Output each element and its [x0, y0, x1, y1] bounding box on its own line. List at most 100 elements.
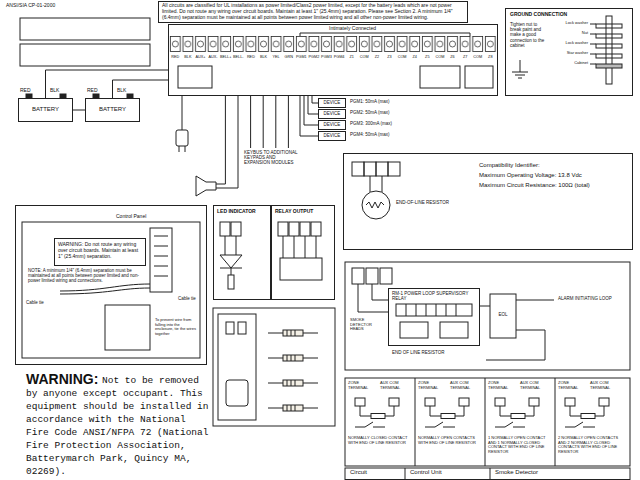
standard-number: ANSI/SIA CP-01-2000 — [6, 3, 106, 9]
wire — [283, 236, 316, 258]
node-text: Maximum Operating Voltage: 13.8 Vdc — [479, 172, 629, 179]
terminal — [238, 322, 246, 334]
table-frame — [345, 468, 630, 480]
loop-frame — [345, 262, 630, 370]
device-box: DEVICE — [318, 131, 346, 141]
wire — [360, 406, 604, 416]
resistor-band — [287, 330, 295, 411]
terminal-board: Intimately Connected — [168, 24, 498, 96]
terminal — [495, 398, 505, 406]
terminal-label: PGM2 — [308, 55, 321, 59]
terminal — [311, 222, 321, 236]
terminal-label: Z3 — [383, 55, 396, 59]
node-text: DEVICE — [319, 100, 345, 105]
terminal — [355, 398, 365, 406]
contact-description: NORMALLY OPEN CONTACTS WITH END OF LINE … — [418, 436, 482, 445]
wire-connector — [46, 70, 169, 98]
part-name: Cabinet — [548, 61, 588, 66]
resistor-lead — [268, 333, 318, 408]
wire — [225, 236, 236, 255]
part-name: Cable tie — [26, 300, 56, 305]
column-divider — [415, 378, 555, 466]
relay-module — [280, 258, 322, 280]
terminal-name: AUX COM TERMINAL — [380, 381, 412, 390]
terminal-label: GRN — [282, 55, 295, 59]
terminal-label: BLK — [257, 55, 270, 59]
wire-connector — [304, 96, 318, 125]
part-name: Lock washer — [548, 21, 588, 26]
terminal — [376, 162, 388, 176]
node-text: LED INDICATOR — [217, 209, 269, 215]
blank-panel — [20, 44, 150, 66]
terminal — [278, 222, 288, 236]
wire — [358, 284, 388, 312]
terminal-name: ZONE TERMINAL — [488, 381, 518, 390]
terminal-name: AUX COM TERMINAL — [590, 381, 622, 390]
terminal — [366, 268, 378, 284]
wire-connector — [73, 110, 85, 111]
note-box: All circuits are classified for UL insta… — [158, 1, 468, 23]
terminal-label: PGM4 — [333, 55, 346, 59]
siren-symbol — [196, 176, 216, 196]
terminal-name: ZONE TERMINAL — [558, 381, 588, 390]
node-text: Control Panel — [116, 214, 176, 220]
keybus-note: KEYBUS TO ADDITIONAL KEYPADS AND EXPANSI… — [244, 150, 302, 166]
terminal-name: ZONE TERMINAL — [348, 381, 378, 390]
wire-connector — [113, 80, 169, 98]
terminal-name: AUX COM TERMINAL — [520, 381, 552, 390]
terminal-name: AUX COM TERMINAL — [450, 381, 482, 390]
leader-line — [590, 24, 596, 64]
resistor-symbol — [228, 275, 234, 289]
terminal-label: Z6 — [446, 55, 459, 59]
contact-description: NORMALLY CLOSED CONTACT WITH END OF LINE… — [348, 436, 412, 445]
terminal — [300, 222, 310, 236]
terminal-label: AUX+ — [194, 55, 207, 59]
ground-bolt — [606, 16, 612, 84]
terminal-divider — [406, 304, 456, 316]
resistor-symbol — [366, 202, 384, 208]
node-text: Intimately Connected — [329, 26, 409, 32]
terminal-label: BLK — [182, 55, 195, 59]
table-cell: Smoke Detector — [495, 469, 625, 476]
terminal-label: Z2 — [371, 55, 384, 59]
node-text: All circuits are classified for UL insta… — [162, 3, 464, 20]
terminal — [364, 162, 376, 176]
relay-terminals — [396, 304, 472, 316]
resistor-symbol — [283, 405, 303, 411]
ground-symbol — [512, 60, 528, 78]
terminal — [459, 398, 469, 406]
table-divider — [405, 468, 490, 480]
bracket — [300, 33, 470, 36]
line-art — [20, 16, 630, 480]
wire — [216, 96, 238, 188]
wire-color: RED — [87, 88, 99, 94]
resistor-symbol — [441, 414, 455, 419]
terminal-label: COM — [434, 55, 447, 59]
terminal — [529, 398, 539, 406]
terminal-label: YEL — [270, 55, 283, 59]
device-box: DEVICE — [318, 109, 346, 119]
part-name: Nut — [548, 31, 588, 36]
battery-box: BATTERY — [18, 98, 73, 122]
node-text: Compatibility Identifier: — [479, 162, 629, 169]
terminal — [380, 268, 392, 284]
output-rating: PGM1: 50mA (max) — [350, 99, 420, 104]
led-symbol — [220, 255, 242, 275]
resistor-symbol — [371, 414, 385, 419]
terminal — [425, 398, 435, 406]
terminal-label: RED — [245, 55, 258, 59]
relay-coil — [400, 322, 428, 338]
terminal-label: RED — [169, 55, 182, 59]
relay-frame: RELAY OUTPUT — [271, 205, 335, 300]
terminal-label: PGM3 — [320, 55, 333, 59]
part-name: Star washer — [548, 51, 588, 56]
terminal — [599, 398, 609, 406]
output-rating: PGM4: 50mA (max) — [350, 132, 420, 137]
terminal-label: Z4 — [408, 55, 421, 59]
contact-description: 1 NORMALLY OPEN CONTACT AND 1 NORMALLY C… — [488, 436, 552, 454]
resistor-symbol — [283, 355, 303, 361]
device-box: DEVICE — [318, 98, 346, 108]
terminal-label: AUX- — [207, 55, 220, 59]
